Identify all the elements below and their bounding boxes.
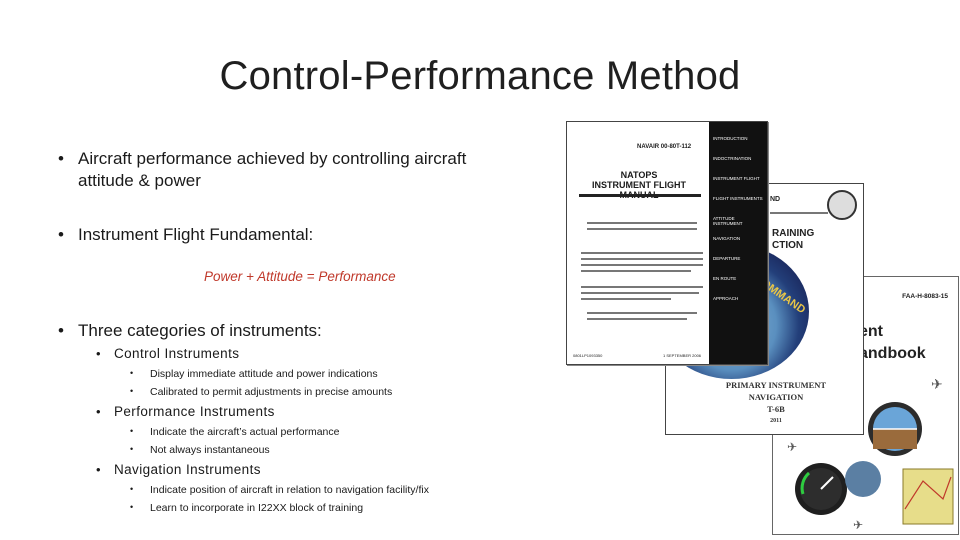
- fine-print-line: [581, 270, 691, 272]
- training-title-fragment-2: CTION: [772, 240, 804, 251]
- sub-item-text: Not always instantaneous: [150, 444, 270, 456]
- bullet-dot: •: [130, 426, 134, 436]
- bullet-dot: •: [130, 502, 134, 512]
- bullet-dot: •: [130, 368, 134, 378]
- natops-title-line-2: INSTRUMENT FLIGHT MANUAL: [592, 180, 686, 200]
- training-foot-line-3: T-6B: [767, 404, 785, 414]
- bullet-dot: •: [96, 404, 101, 419]
- faa-handbook-title-2: andbook: [859, 345, 926, 362]
- fine-print-line: [587, 228, 697, 230]
- bullet-dot: •: [96, 346, 101, 361]
- bullet-dot: •: [58, 321, 64, 340]
- natops-title-rule: [579, 194, 701, 197]
- bullet-text: Aircraft performance achieved by control…: [78, 149, 467, 190]
- fine-print-line: [581, 264, 703, 266]
- training-foot-line-4: 2011: [770, 418, 782, 424]
- natops-tab: EN ROUTE: [713, 276, 737, 281]
- navy-seal-icon: [827, 190, 857, 220]
- fine-print-line: [581, 286, 703, 288]
- natops-tab: DEPARTURE: [713, 256, 741, 261]
- fine-print-line: [581, 252, 703, 254]
- natops-tab: NAVIGATION: [713, 236, 741, 241]
- fine-print-line: [587, 312, 697, 314]
- category-label: Performance Instruments: [114, 404, 275, 419]
- faa-handbook-id: FAA-H-8083-15: [902, 293, 948, 300]
- natops-footer-right: 1 SEPTEMBER 2006: [663, 353, 702, 358]
- category-label: Control Instruments: [114, 346, 240, 361]
- natops-tab: INDOCTRINATION: [713, 156, 752, 161]
- fine-print-line: [581, 258, 703, 260]
- training-foot-line-2: NAVIGATION: [748, 392, 804, 402]
- slide-title: Control-Performance Method: [219, 54, 741, 98]
- svg-text:✈: ✈: [787, 440, 797, 454]
- faa-handbook-title-1: ent: [859, 323, 883, 340]
- natops-tab: INSTRUMENT FLIGHT: [713, 176, 760, 181]
- bullet-dot: •: [130, 386, 134, 396]
- bullet-dot: •: [58, 149, 64, 168]
- sub-item-text: Display immediate attitude and power ind…: [150, 368, 378, 380]
- natops-tab: FLIGHT INSTRUMENTS: [713, 196, 763, 201]
- training-title-fragment-1: RAINING: [772, 228, 815, 239]
- training-header-rule: [770, 212, 828, 214]
- natops-tab: INTRODUCTION: [713, 136, 748, 141]
- natops-footer-left: 0801LP1093350: [573, 353, 603, 358]
- category-label: Navigation Instruments: [114, 462, 261, 477]
- fine-print-line: [581, 292, 699, 294]
- formula-text: Power + Attitude = Performance: [204, 269, 396, 284]
- bullet-dot: •: [130, 484, 134, 494]
- fine-print-line: [587, 222, 697, 224]
- bullet-dot: •: [58, 225, 64, 244]
- natops-tab: APPROACH: [713, 296, 739, 301]
- natops-manual-cover-image: INTRODUCTION INDOCTRINATION INSTRUMENT F…: [566, 121, 768, 365]
- svg-text:✈: ✈: [853, 518, 863, 532]
- svg-text:✈: ✈: [931, 376, 943, 392]
- flight-instruments-illustration: ✈ ✈ ✈ ✈: [773, 369, 958, 534]
- fine-print-line: [587, 318, 687, 320]
- bullet-text: Three categories of instruments:: [78, 321, 322, 340]
- sub-item-text: Indicate position of aircraft in relatio…: [150, 484, 429, 496]
- sub-item-text: Indicate the aircraft’s actual performan…: [150, 426, 340, 438]
- training-header-fragment: ND: [770, 196, 781, 203]
- bullet-dot: •: [96, 462, 101, 477]
- bullet-text: Instrument Flight Fundamental:: [78, 225, 314, 244]
- sub-item-text: Learn to incorporate in I22XX block of t…: [150, 502, 364, 514]
- natops-title-line-1: NATOPS: [620, 170, 658, 180]
- natops-tab-strip: INTRODUCTION INDOCTRINATION INSTRUMENT F…: [709, 122, 767, 364]
- bullet-dot: •: [130, 444, 134, 454]
- natops-document-id: NAVAIR 00-80T-112: [637, 144, 692, 150]
- sub-item-text: Calibrated to permit adjustments in prec…: [150, 386, 393, 398]
- fine-print-line: [581, 298, 671, 300]
- natops-tab: ATTITUDE INSTRUMENT: [713, 216, 743, 226]
- training-foot-line-1: PRIMARY INSTRUMENT: [725, 380, 827, 390]
